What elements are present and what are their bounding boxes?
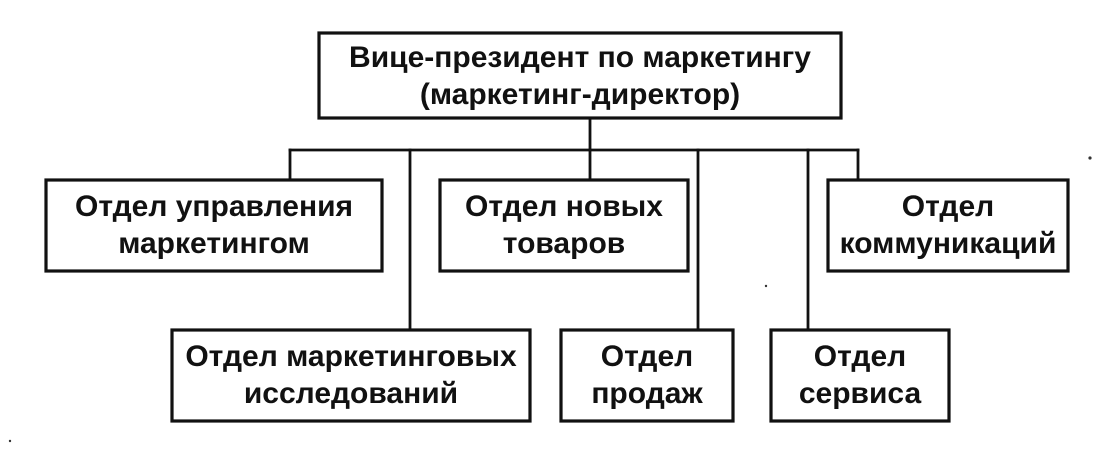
node-vp-marketing: Вице-президент по маркетингу (маркетинг-… — [317, 31, 843, 120]
node-service-box — [769, 328, 951, 423]
connector-lines — [288, 116, 860, 332]
node-new-products-line1: Отдел новых — [465, 190, 663, 223]
node-research-line2: исследований — [244, 377, 458, 410]
node-sales-line2: продаж — [591, 377, 703, 410]
node-service-line2: сервиса — [799, 377, 922, 410]
node-new-products-dept: Отдел новых товаров — [438, 178, 690, 273]
node-communications-dept: Отдел коммуникаций — [826, 178, 1070, 273]
node-research-box — [170, 328, 532, 423]
node-management-line1: Отдел управления — [75, 190, 353, 223]
node-vp-line1: Вице-президент по маркетингу — [349, 41, 811, 74]
node-management-line2: маркетингом — [118, 227, 310, 260]
scan-speck — [1088, 156, 1092, 160]
node-sales-box — [559, 328, 735, 423]
node-communications-box — [826, 178, 1070, 273]
node-vp-box — [317, 31, 843, 120]
node-sales-dept: Отдел продаж — [559, 328, 735, 423]
node-service-dept: Отдел сервиса — [769, 328, 951, 423]
node-vp-line2: (маркетинг-директор) — [420, 78, 740, 111]
node-management-box — [44, 178, 384, 273]
node-research-line1: Отдел маркетинговых — [185, 340, 517, 373]
node-communications-line2: коммуникаций — [840, 227, 1057, 260]
node-management-dept: Отдел управления маркетингом — [44, 178, 384, 273]
node-communications-line1: Отдел — [902, 190, 994, 223]
node-new-products-box — [438, 178, 690, 273]
scan-speck — [8, 439, 12, 443]
node-service-line1: Отдел — [814, 340, 906, 373]
node-research-dept: Отдел маркетинговых исследований — [170, 328, 532, 423]
scan-speck — [764, 284, 768, 288]
node-sales-line1: Отдел — [601, 340, 693, 373]
scan-specks — [8, 156, 1092, 443]
node-new-products-line2: товаров — [503, 227, 625, 260]
